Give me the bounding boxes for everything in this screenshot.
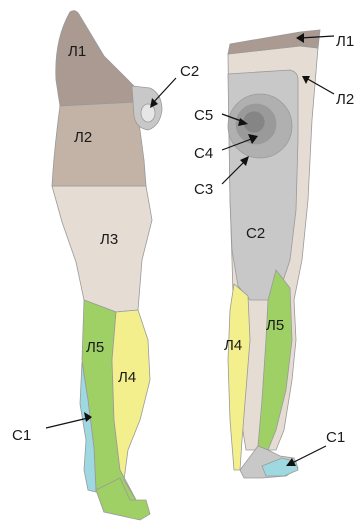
label-posterior-s5: С5 [194, 107, 213, 124]
arrow-posterior-s1 [290, 446, 326, 464]
label-anterior-l1: Л1 [68, 43, 86, 60]
anterior-region-s2-inner [141, 104, 155, 122]
label-posterior-s4: С4 [194, 145, 213, 162]
label-posterior-l5: Л5 [266, 317, 284, 334]
label-posterior-s1: С1 [326, 429, 345, 446]
label-anterior-s1: С1 [12, 427, 31, 444]
anterior-region-l3 [52, 186, 152, 312]
arrow-anterior-s1 [46, 418, 88, 428]
label-anterior-l3: Л3 [100, 231, 118, 248]
posterior-region-s5 [243, 111, 265, 133]
posterior-leg [228, 30, 320, 478]
label-posterior-s2: С2 [246, 225, 265, 242]
label-posterior-s3: С3 [194, 181, 213, 198]
anterior-region-l2 [52, 102, 146, 186]
label-anterior-s2: С2 [180, 63, 199, 80]
label-posterior-l1: Л1 [336, 33, 354, 50]
label-anterior-l4: Л4 [118, 369, 136, 386]
arrow-anterior-s2 [152, 78, 176, 104]
anterior-leg [52, 11, 162, 520]
label-posterior-l4: Л4 [224, 337, 242, 354]
label-anterior-l2: Л2 [74, 129, 92, 146]
label-posterior-l2: Л2 [336, 91, 354, 108]
label-anterior-l5: Л5 [86, 339, 104, 356]
